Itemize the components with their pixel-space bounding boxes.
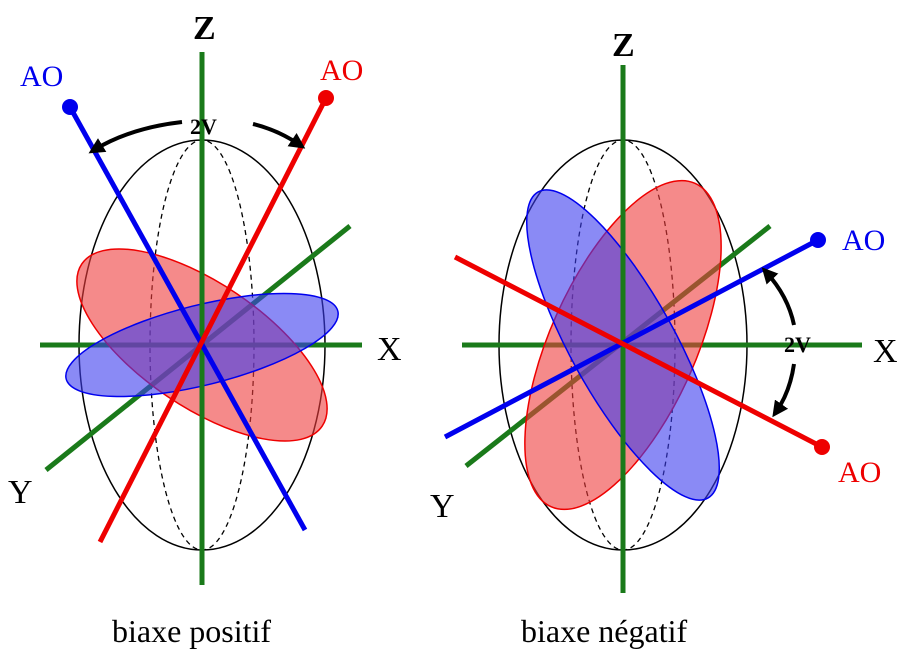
optic-axis-red <box>97 96 329 544</box>
optic-axis-blue <box>67 105 308 532</box>
angle-arrow-right <box>252 122 306 149</box>
angle-label: 2V <box>190 114 217 139</box>
y-label: Y <box>430 488 455 525</box>
caption-positive: biaxe positif <box>112 613 271 649</box>
angle-arrow-up <box>761 267 796 326</box>
optic-axis-red-end <box>814 439 830 455</box>
angle-arrow-left <box>88 120 183 154</box>
optic-axis-red <box>453 254 824 450</box>
x-label: X <box>377 331 402 368</box>
z-label: Z <box>612 27 635 64</box>
ao-red-label: AO <box>320 54 363 87</box>
z-label: Z <box>193 10 216 47</box>
optic-axis-blue-end <box>62 99 78 115</box>
x-label: X <box>873 333 898 370</box>
ao-red-label: AO <box>838 456 881 489</box>
angle-arrow-down <box>772 363 796 418</box>
optic-axis-blue-end <box>810 232 826 248</box>
optic-axis-blue <box>443 237 820 440</box>
ao-blue-label: AO <box>842 224 885 257</box>
angle-label: 2V <box>784 332 811 357</box>
panel-positive-biaxial: Z X Y AO AO 2V biaxe positif <box>8 10 402 649</box>
caption-negative: biaxe négatif <box>521 613 687 649</box>
optic-axis-red-end <box>318 90 334 106</box>
y-label: Y <box>8 474 33 511</box>
panel-negative-biaxial: Z X Y AO AO 2V biaxe négatif <box>430 27 898 649</box>
ao-blue-label: AO <box>20 60 63 93</box>
